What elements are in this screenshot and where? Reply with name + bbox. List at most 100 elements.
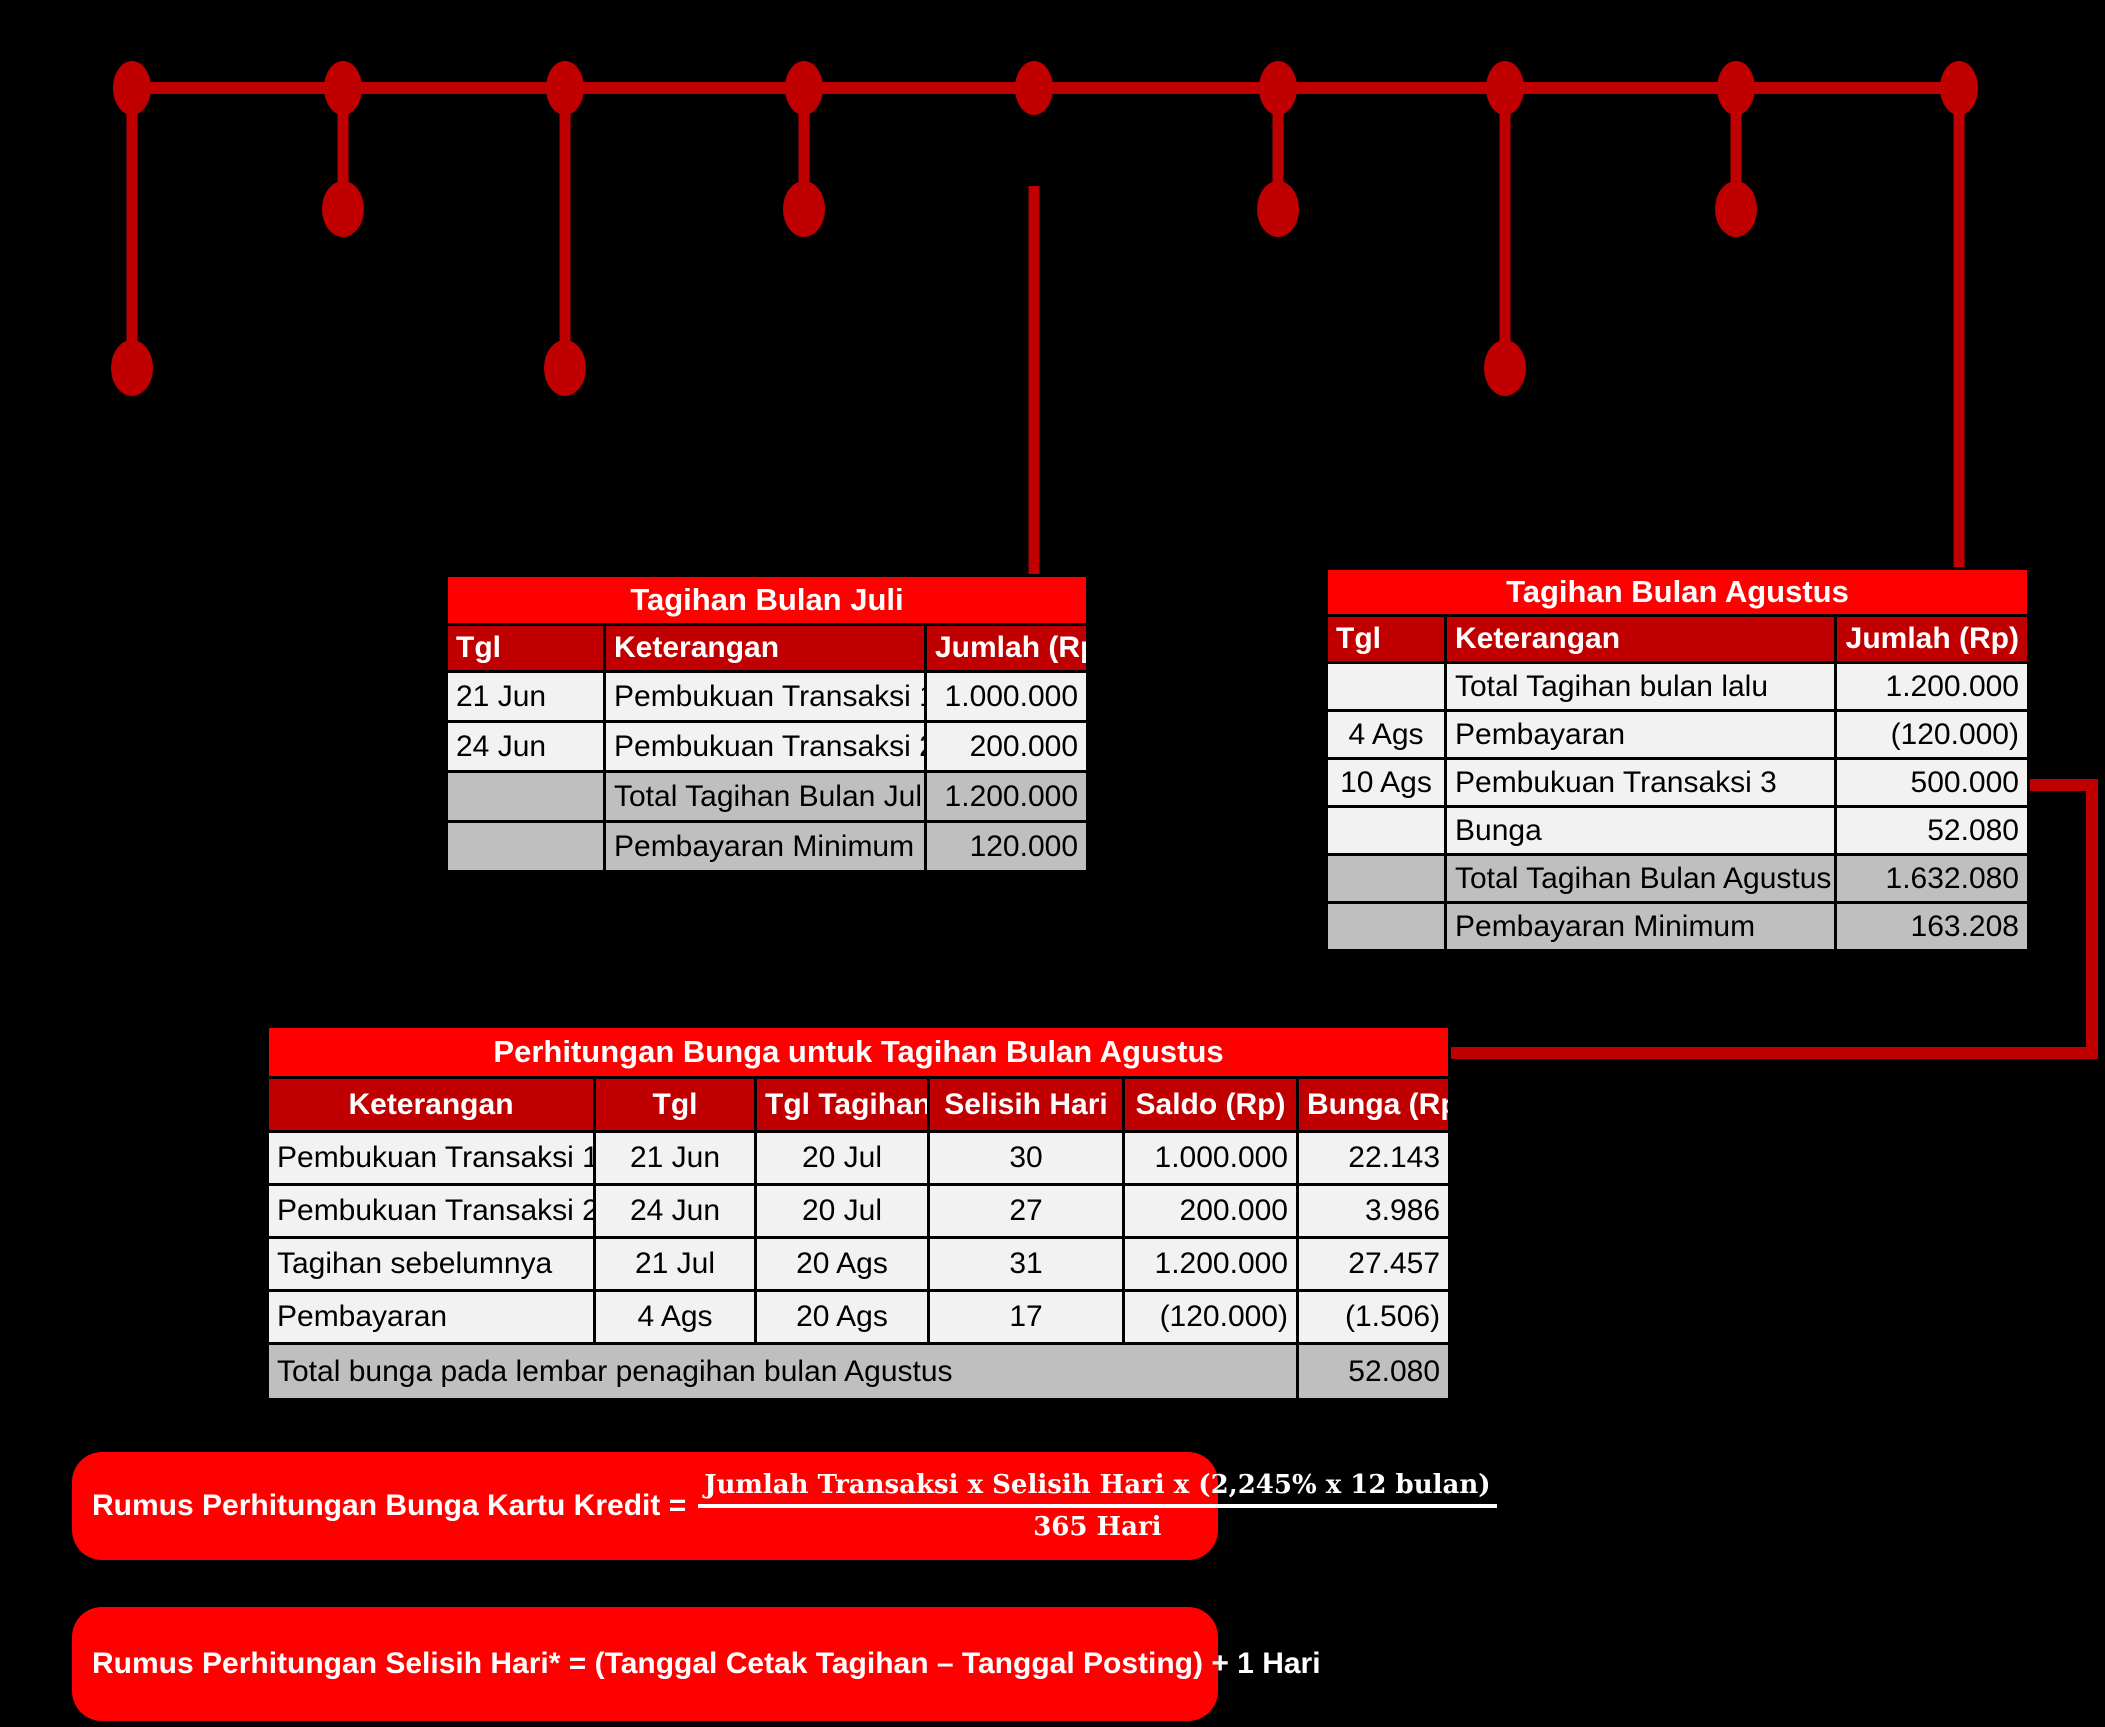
timeline-dot-top: [1486, 61, 1524, 115]
table-cell: 1.200.000: [1122, 1236, 1299, 1292]
table-cell: Pembayaran: [266, 1289, 596, 1345]
column-header: Tgl: [593, 1076, 757, 1133]
timeline-dot-top: [1015, 61, 1053, 115]
table-cell: 20 Ags: [754, 1289, 930, 1345]
table-cell: 120.000: [923, 820, 1090, 873]
timeline-dot-low: [1484, 340, 1526, 396]
august-table-title: Tagihan Bulan Agustus: [1325, 567, 2030, 617]
table-cell: 22.143: [1295, 1130, 1452, 1186]
column-header: Selisih Hari: [927, 1076, 1125, 1133]
table-cell: 30: [927, 1130, 1125, 1186]
table-cell: 1.632.080: [1834, 853, 2030, 904]
table-cell: [1325, 661, 1447, 712]
table-cell: Total Tagihan Bulan Agustus: [1444, 853, 1837, 904]
column-header: Tgl Tagihan: [754, 1076, 930, 1133]
formula-interest-fraction: Jumlah Transaksi x Selisih Hari x (2,245…: [698, 1470, 1497, 1542]
timeline-dot-mid: [1715, 181, 1757, 237]
table-cell: 1.200.000: [1834, 661, 2030, 712]
table-cell: 200.000: [923, 720, 1090, 773]
interest-calc-table: Perhitungan Bunga untuk Tagihan Bulan Ag…: [265, 1025, 1452, 1401]
timeline-dot-mid: [1257, 181, 1299, 237]
table-cell: [1325, 805, 1447, 856]
table-cell: 10 Ags: [1325, 757, 1447, 808]
column-header: Tgl: [445, 623, 606, 673]
table-cell: 1.200.000: [923, 770, 1090, 823]
timeline-dot-top: [113, 61, 151, 115]
timeline-dot-top: [1717, 61, 1755, 115]
timeline-dot-top: [1259, 61, 1297, 115]
column-header: Jumlah (Rp): [1834, 614, 2030, 664]
interest-table-title: Perhitungan Bunga untuk Tagihan Bulan Ag…: [265, 1025, 1452, 1079]
total-row-label: Total bunga pada lembar penagihan bulan …: [266, 1342, 1299, 1401]
table-cell: 21 Jun: [593, 1130, 757, 1186]
table-cell: [445, 770, 606, 823]
table-cell: 17: [927, 1289, 1125, 1345]
table-cell: 52.080: [1834, 805, 2030, 856]
july-table-title: Tagihan Bulan Juli: [444, 574, 1090, 626]
timeline-dot-top: [1940, 61, 1978, 115]
table-cell: 1.000.000: [1122, 1130, 1299, 1186]
formula-interest-label: Rumus Perhitungan Bunga Kartu Kredit =: [92, 1489, 687, 1522]
table-cell: Pembukuan Transaksi 1: [266, 1130, 596, 1186]
formula-interest-denominator: 365 Hari: [1033, 1512, 1162, 1542]
table-cell: Pembayaran Minimum: [603, 820, 927, 873]
timeline-dot-low: [111, 340, 153, 396]
table-cell: 1.000.000: [923, 670, 1090, 723]
table-cell: 3.986: [1295, 1183, 1452, 1239]
column-header: Bunga (Rp): [1295, 1076, 1452, 1133]
table-cell: 27.457: [1295, 1236, 1452, 1292]
august-to-interest-connector: [1448, 779, 2098, 1059]
table-cell: 20 Ags: [754, 1236, 930, 1292]
timeline-dot-top: [546, 61, 584, 115]
table-cell: Total Tagihan bulan lalu: [1444, 661, 1837, 712]
table-cell: Pembayaran: [1444, 709, 1837, 760]
table-cell: Pembukuan Transaksi 2: [603, 720, 927, 773]
table-cell: Tagihan sebelumnya: [266, 1236, 596, 1292]
column-header: Keterangan: [266, 1076, 596, 1133]
table-cell: Pembayaran Minimum: [1444, 901, 1837, 952]
timeline-dot-top: [785, 61, 823, 115]
table-cell: [1325, 853, 1447, 904]
table-cell: [1325, 901, 1447, 952]
timeline-dot-low: [544, 340, 586, 396]
timeline-dot-mid: [322, 181, 364, 237]
table-cell: 20 Jul: [754, 1183, 930, 1239]
column-header: Keterangan: [1444, 614, 1837, 664]
table-cell: 163.208: [1834, 901, 2030, 952]
formula-interest-numerator: Jumlah Transaksi x Selisih Hari x (2,245…: [698, 1470, 1497, 1508]
table-cell: 4 Ags: [593, 1289, 757, 1345]
table-cell: (120.000): [1834, 709, 2030, 760]
table-cell: 27: [927, 1183, 1125, 1239]
formula-day-difference-text: Rumus Perhitungan Selisih Hari* = (Tangg…: [92, 1647, 1321, 1680]
table-cell: Pembukuan Transaksi 2: [266, 1183, 596, 1239]
table-cell: 500.000: [1834, 757, 2030, 808]
table-cell: 21 Jun: [445, 670, 606, 723]
table-cell: [445, 820, 606, 873]
table-cell: 21 Jul: [593, 1236, 757, 1292]
table-cell: 31: [927, 1236, 1125, 1292]
column-header: Jumlah (Rp): [923, 623, 1090, 673]
column-header: Keterangan: [603, 623, 927, 673]
formula-box-interest: Rumus Perhitungan Bunga Kartu Kredit = J…: [72, 1452, 1497, 1560]
total-row-value: 52.080: [1295, 1342, 1452, 1401]
table-cell: Pembukuan Transaksi 3: [1444, 757, 1837, 808]
table-cell: 4 Ags: [1325, 709, 1447, 760]
table-cell: 24 Jun: [593, 1183, 757, 1239]
table-cell: (120.000): [1122, 1289, 1299, 1345]
table-cell: Total Tagihan Bulan Juli: [603, 770, 927, 823]
